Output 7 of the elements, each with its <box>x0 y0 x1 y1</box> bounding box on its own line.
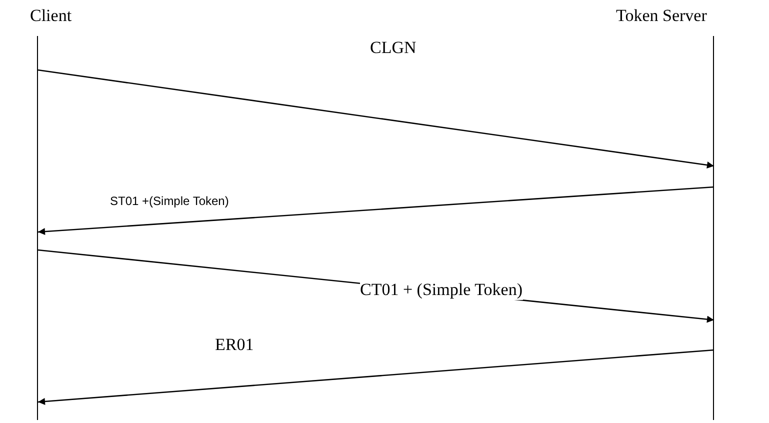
message-label: ST01 +(Simple Token) <box>110 194 229 208</box>
message-label: CT01 + (Simple Token) <box>360 280 522 300</box>
message-arrow <box>38 69 714 168</box>
message-arrow <box>38 186 714 236</box>
lifeline-heading: Client <box>30 6 72 26</box>
message-arrow <box>38 349 714 405</box>
lifeline-heading: Token Server <box>616 6 707 26</box>
